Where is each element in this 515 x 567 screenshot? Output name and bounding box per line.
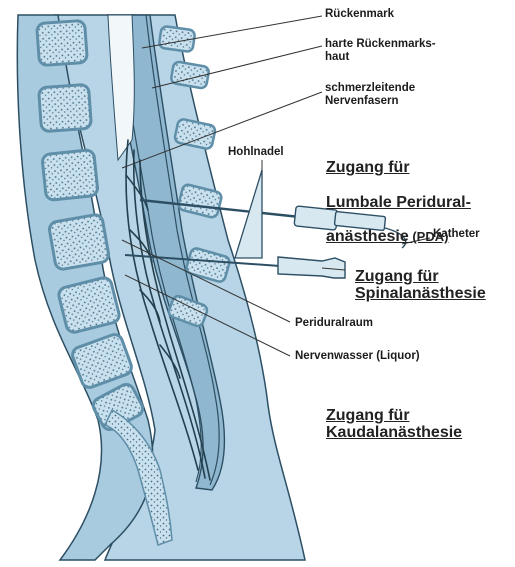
- label-zugang-kaudal: Zugang für Kaudalanästhesie: [326, 407, 462, 442]
- label-zugang-pda-line2: Lumbale Peridural-: [326, 194, 471, 211]
- hollow-needle-shape: [235, 170, 262, 258]
- label-zugang-pda-anaesthesie: anästhesie: [326, 228, 409, 245]
- vertebral-body: [42, 149, 99, 200]
- vertebral-body: [37, 20, 88, 65]
- vertebral-body: [48, 214, 110, 271]
- label-hohlnadel: Hohlnadel: [228, 146, 284, 159]
- label-zugang-pda-line1: Zugang für: [326, 159, 471, 176]
- label-rueckenmark: Rückenmark: [325, 8, 394, 21]
- label-katheter: Katheter: [433, 228, 480, 241]
- label-schmerzleitende-nervenfasern: schmerzleitende Nervenfasern: [325, 82, 415, 107]
- label-nervenwasser: Nervenwasser (Liquor): [295, 350, 420, 363]
- label-periduralraum: Periduralraum: [295, 317, 373, 330]
- label-harte-rueckenmarkshaut: harte Rückenmarks- haut: [325, 38, 436, 63]
- label-zugang-pda: Zugang für Lumbale Peridural- anästhesie…: [326, 142, 471, 263]
- vertebral-body: [39, 84, 92, 131]
- label-zugang-spinal: Zugang für Spinalanästhesie: [355, 268, 486, 303]
